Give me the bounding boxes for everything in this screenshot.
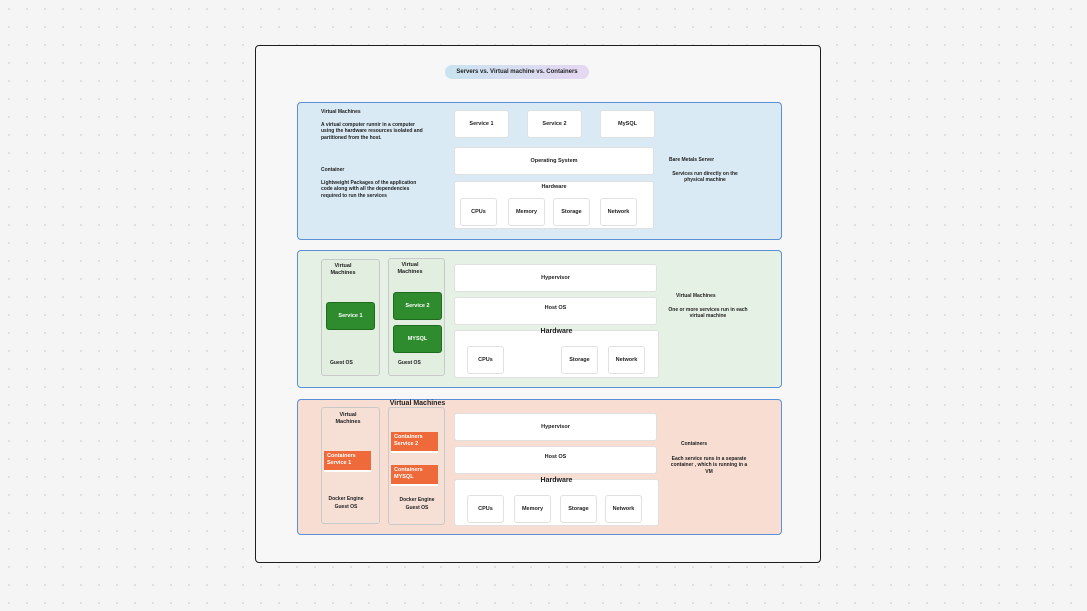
bm-service-2: Service 2 (527, 110, 582, 138)
ct-hw-memory: Memory (514, 495, 551, 523)
vm-side-text: One or more services run in each virtual… (668, 307, 748, 320)
ct-hypervisor: Hypervisor (454, 413, 657, 441)
vm-hw-cpus: CPUs (467, 346, 504, 374)
vm-host-os: Host OS (454, 297, 657, 325)
bm-service-1: Service 1 (454, 110, 509, 138)
ct-hw-cpus: CPUs (467, 495, 504, 523)
ct-side-text: Each service runs in a separate containe… (670, 456, 748, 475)
vm-column-2-os: Guest OS (398, 360, 421, 366)
bm-hw-storage: Storage (553, 198, 590, 226)
bm-operating-system: Operating System (454, 147, 654, 175)
vm-hw-storage: Storage (561, 346, 598, 374)
container-definition-text: Lightweight Packages of the application … (321, 180, 417, 199)
bm-side-text: Services run directly on the physical ma… (672, 171, 738, 184)
ct-service-2: Containers Service 2 (391, 432, 438, 451)
vm-definition-text: A virtual computer runnir in a computer … (321, 122, 423, 141)
ct-hw-network: Network (605, 495, 642, 523)
ct-column-1-os: Docker Engine Guest OS (328, 496, 364, 510)
vm-column-2-title: Virtual Machines (397, 262, 423, 275)
ct-column-2-os: Docker Engine Guest OS (399, 497, 435, 511)
ct-hardware-label: Hardware (540, 477, 573, 484)
vm-column-1-title: Virtual Machines (330, 263, 356, 276)
vm-hw-network: Network (608, 346, 645, 374)
ct-service-1: Containers Service 1 (324, 451, 371, 470)
diagram-title: Servers vs. Virtual machine vs. Containe… (445, 65, 589, 79)
bm-hw-cpus: CPUs (460, 198, 497, 226)
vm-hardware-label: Hardware (540, 328, 573, 335)
ct-hw-storage: Storage (560, 495, 597, 523)
bm-hardware-label: Hardware (541, 184, 567, 190)
ct-column-2-title: Virtual Machines (389, 400, 446, 407)
vm-service-2: Service 2 (393, 292, 442, 320)
vm-service-1: Service 1 (326, 302, 375, 330)
vm-column-1-os: Guest OS (330, 360, 353, 366)
vm-side-title: Virtual Machines (676, 293, 716, 299)
bm-hw-network: Network (600, 198, 637, 226)
ct-service-mysql: Containers MYSQL (391, 465, 438, 484)
ct-column-1-title: Virtual Machines (335, 412, 361, 425)
ct-side-title: Containers (681, 441, 708, 447)
container-definition-title: Container (321, 167, 345, 173)
bm-hw-memory: Memory (508, 198, 545, 226)
vm-hypervisor: Hypervisor (454, 264, 657, 292)
vm-service-mysql: MYSQL (393, 325, 442, 353)
ct-host-os: Host OS (454, 446, 657, 474)
bm-side-title: Bare Metals Server (669, 157, 715, 163)
bm-service-mysql: MySQL (600, 110, 655, 138)
vm-definition-title: Virtual Machines (321, 109, 361, 115)
